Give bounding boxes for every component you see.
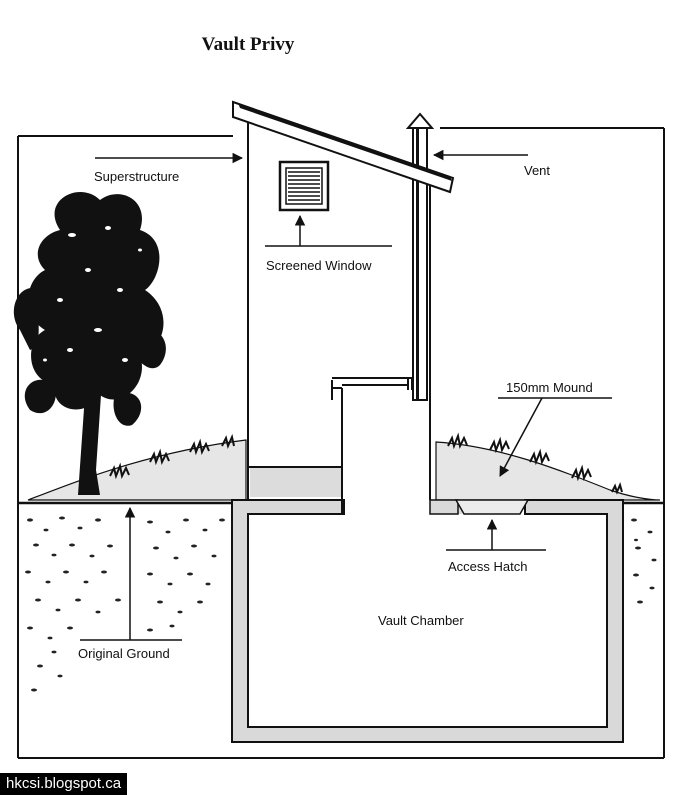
- mound-right: [435, 441, 661, 501]
- source-credit: hkcsi.blogspot.ca: [0, 773, 128, 795]
- label-original-ground: Original Ground: [78, 646, 170, 661]
- leader-lines: [80, 149, 612, 641]
- roof-shingle: [238, 103, 452, 181]
- vault-wall: [231, 499, 624, 743]
- diagram-title: Vault Privy: [202, 34, 295, 55]
- grass-tufts: [109, 432, 623, 495]
- mound-left: [27, 439, 247, 501]
- vent-pipe: [405, 112, 435, 401]
- floor-slab-left: [250, 467, 342, 497]
- label-access-hatch: Access Hatch: [448, 559, 527, 574]
- label-mound: 150mm Mound: [506, 380, 593, 395]
- outer-frame: [17, 127, 665, 759]
- label-screened-window: Screened Window: [266, 258, 372, 273]
- label-superstructure: Superstructure: [94, 169, 179, 184]
- superstructure: [247, 118, 431, 514]
- screened-window: [278, 160, 330, 212]
- access-hatch: [454, 499, 530, 515]
- label-vent: Vent: [524, 163, 550, 178]
- tree-icon: [13, 191, 166, 495]
- soil-texture-left: [25, 516, 225, 692]
- soil-texture-right: [631, 518, 657, 604]
- label-vault-chamber: Vault Chamber: [378, 613, 464, 628]
- vault-wall-right-top: [429, 499, 459, 515]
